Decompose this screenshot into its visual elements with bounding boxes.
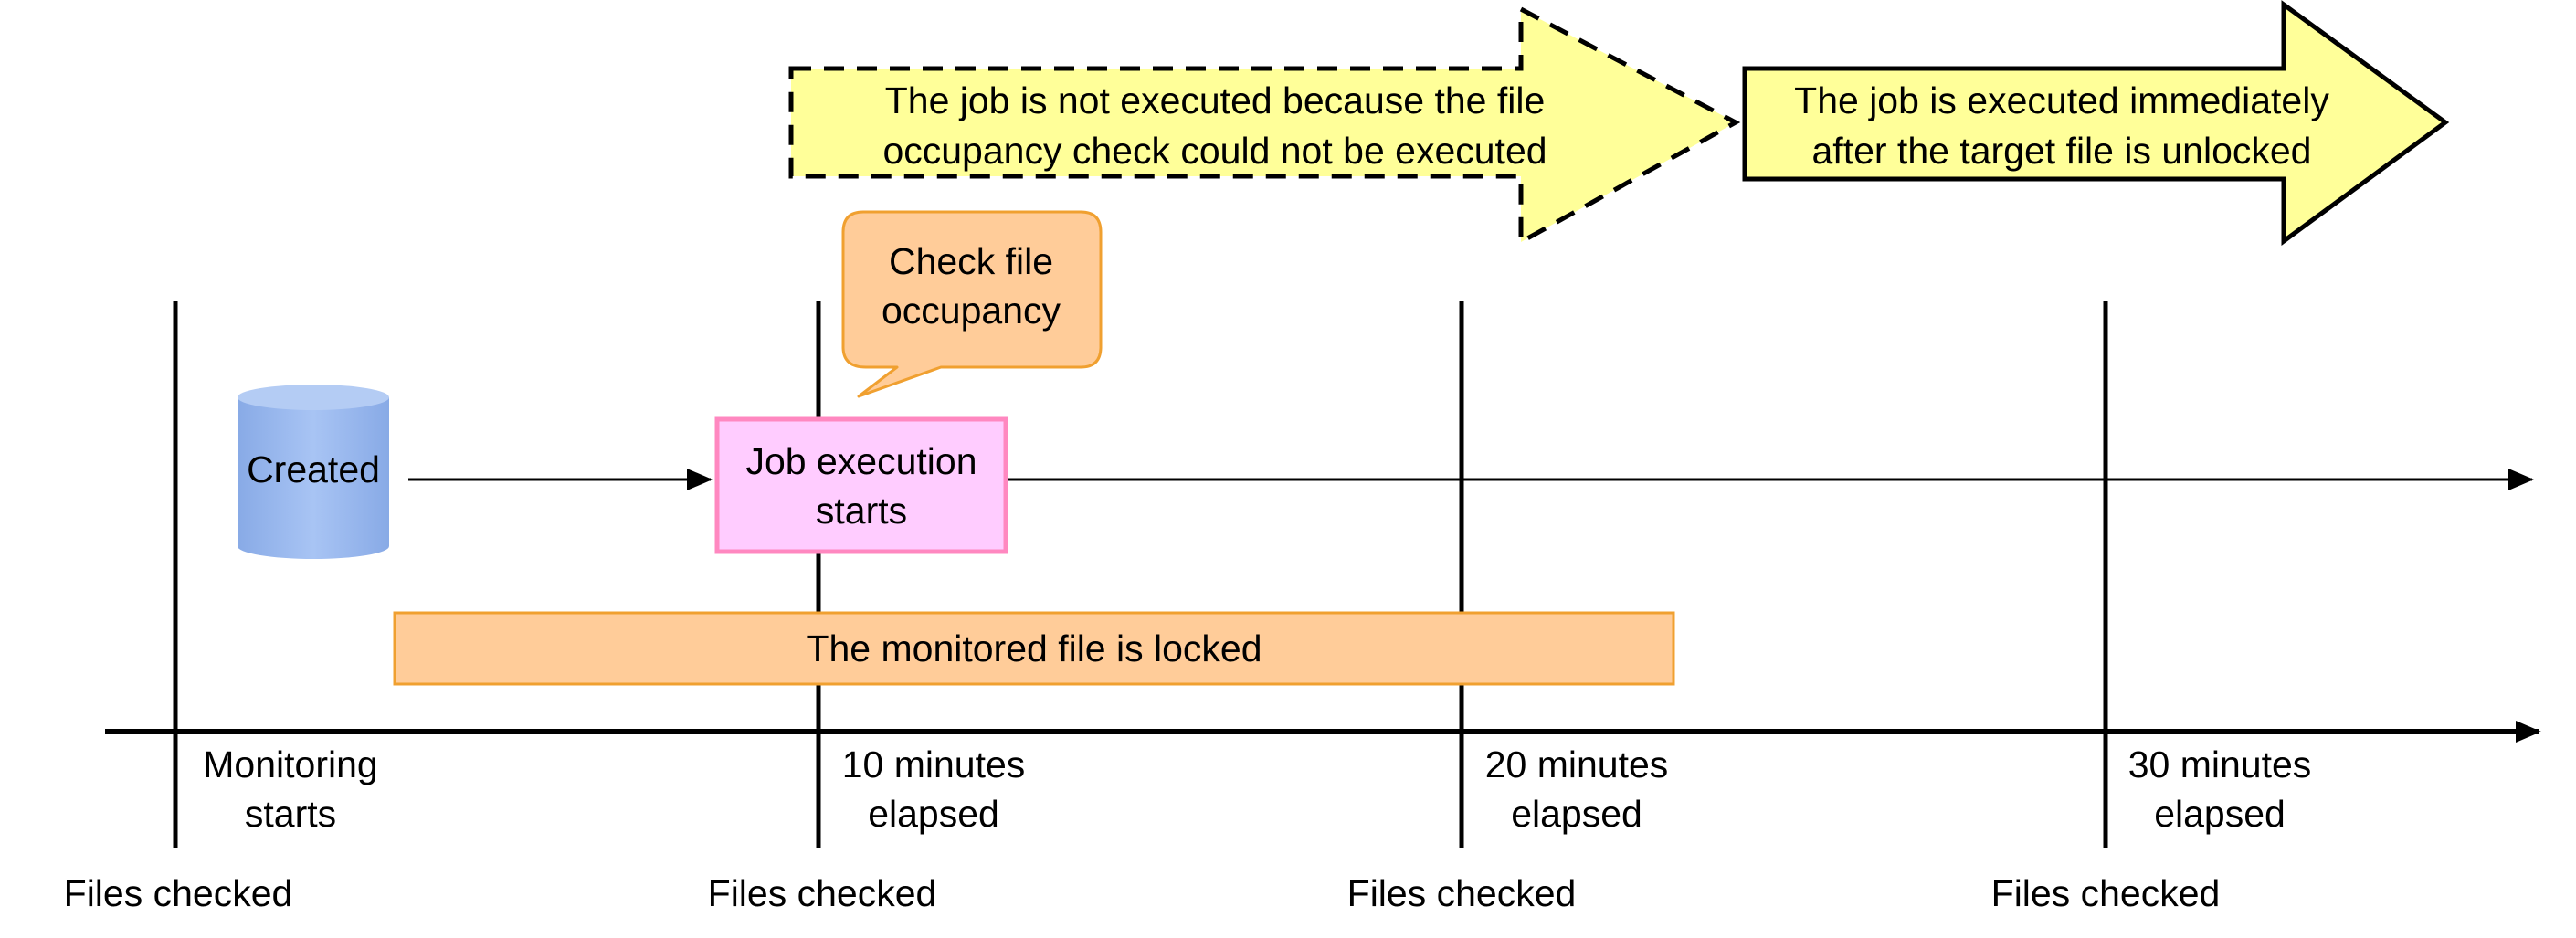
job-box-line1: Job execution [745, 440, 977, 482]
job-box-line2: starts [816, 490, 907, 532]
tick-label-20-minutes: 20 minutes elapsed [1485, 743, 1669, 835]
banner-not-executed-line1: The job is not executed because the file [885, 79, 1546, 121]
banner-not-executed-line2: occupancy check could not be executed [882, 130, 1547, 172]
job-box-rect [714, 416, 1008, 554]
created-label: Created [247, 448, 380, 490]
files-checked-label-1: Files checked [64, 872, 293, 914]
tick-label-10-minutes: 10 minutes elapsed [842, 743, 1026, 835]
banner-executed-arrow-shape [1742, 0, 2450, 246]
cylinder-top [238, 385, 389, 410]
tick-label-line1: 20 minutes [1485, 743, 1669, 785]
files-checked-label-2: Files checked [708, 872, 937, 914]
callout-check-occupancy: Check file occupancy [841, 210, 1103, 398]
banner-executed-line2: after the target file is unlocked [1812, 130, 2312, 172]
tick-label-line2: elapsed [868, 793, 999, 835]
file-created-cylinder: Created [238, 385, 389, 559]
tick-label-line1: 10 minutes [842, 743, 1026, 785]
job-execution-box: Job execution starts [714, 416, 1008, 554]
banner-executed: The job is executed immediately after th… [1742, 0, 2450, 246]
tick-label-line2: starts [245, 793, 336, 835]
banner-not-executed-arrow-shape [788, 5, 1741, 247]
tick-label-30-minutes: 30 minutes elapsed [2128, 743, 2312, 835]
files-checked-label-4: Files checked [1991, 872, 2221, 914]
cylinder-body [238, 397, 389, 559]
tick-label-line1: Monitoring [203, 743, 377, 785]
tick-label-line2: elapsed [2154, 793, 2286, 835]
callout-bubble-shape [841, 210, 1103, 398]
callout-line2: occupancy [882, 290, 1061, 332]
tick-label-monitoring-starts: Monitoring starts [203, 743, 377, 835]
locked-bar-label: The monitored file is locked [806, 627, 1262, 669]
tick-label-line2: elapsed [1511, 793, 1642, 835]
callout-line1: Check file [889, 240, 1053, 282]
banner-not-executed: The job is not executed because the file… [788, 5, 1741, 247]
files-checked-label-3: Files checked [1347, 872, 1577, 914]
banner-executed-line1: The job is executed immediately [1794, 79, 2329, 121]
locked-bar-rect [393, 611, 1675, 686]
tick-label-line1: 30 minutes [2128, 743, 2312, 785]
locked-bar: The monitored file is locked [393, 611, 1675, 686]
